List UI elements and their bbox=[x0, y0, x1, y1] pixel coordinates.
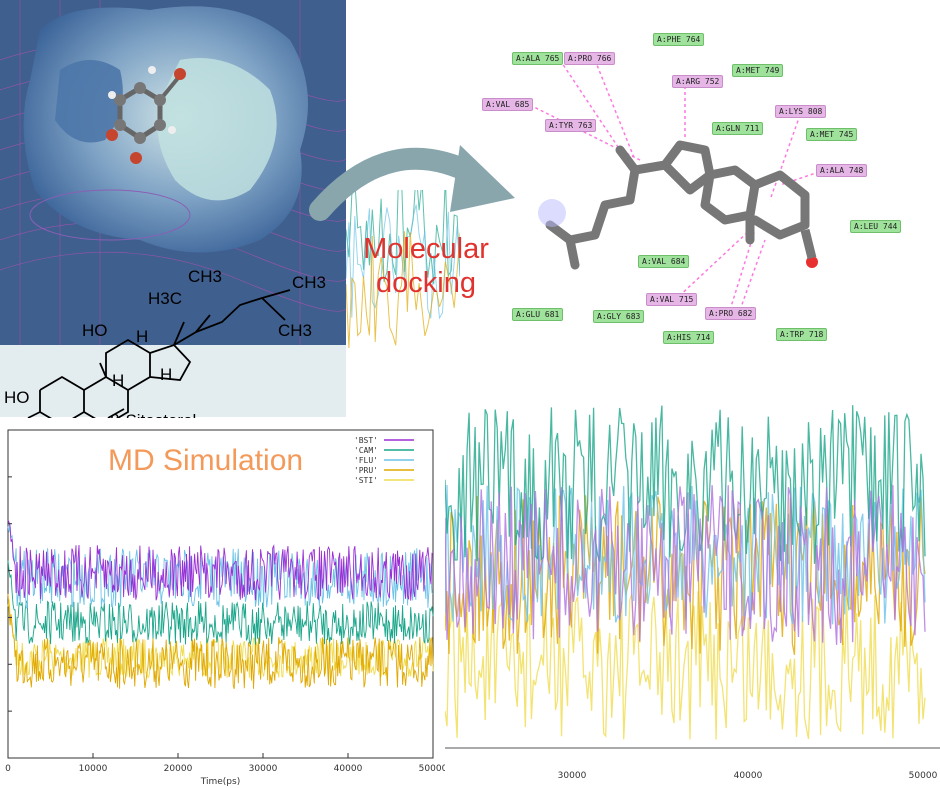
docking-interaction-diagram: A:PHE 764 A:ALA 765 A:PRO 766 A:MET 749 … bbox=[460, 0, 940, 365]
residue-label: A:PRO 682 bbox=[705, 307, 757, 320]
docking-ligand-graphic bbox=[529, 59, 826, 311]
ch3-right-label: CH3 bbox=[292, 273, 326, 292]
series-line bbox=[7, 560, 434, 646]
ligand-molecule bbox=[106, 66, 186, 164]
residue-label: A:GLY 683 bbox=[593, 310, 645, 323]
residue-label: A:PHE 764 bbox=[653, 33, 705, 46]
residue-label: A:HIS 714 bbox=[663, 331, 715, 344]
structure-panel-background bbox=[0, 345, 346, 417]
x-tick-label: 30000 bbox=[558, 771, 587, 781]
background-plot-lines bbox=[346, 190, 460, 349]
legend-label: 'STI' bbox=[354, 476, 378, 485]
legend-label: 'CAM' bbox=[354, 446, 378, 455]
x-tick-label: 50000 bbox=[909, 771, 938, 781]
ch3-bottom-label: CH3 bbox=[278, 321, 312, 340]
residue-label: A:MET 749 bbox=[732, 64, 784, 77]
residue-label: A:MET 745 bbox=[806, 128, 858, 141]
series-line bbox=[445, 590, 926, 740]
residue-label: A:ALA 765 bbox=[512, 52, 564, 65]
h3c-label: H3C bbox=[148, 289, 182, 308]
protein-surface-image bbox=[0, 0, 346, 345]
molecular-docking-title: Molecular docking bbox=[363, 233, 489, 299]
compound-name: β-Sitosterol bbox=[110, 411, 196, 420]
md-simulation-plot: 'BST''CAM''FLU''PRU''STI' 0 10000 20000 3000… bbox=[5, 429, 445, 787]
residue-label: A:GLN 711 bbox=[712, 122, 764, 135]
h-label-3: H bbox=[160, 365, 172, 384]
residue-label: A:LEU 744 bbox=[850, 220, 902, 233]
series-line bbox=[346, 190, 460, 285]
beta-sitosterol-structure: CH3 H3C CH3 CH3 HO HO H H H β-Sitosterol bbox=[4, 267, 326, 420]
ch3-top-label: CH3 bbox=[188, 267, 222, 286]
residue-label: A:TRP 718 bbox=[776, 328, 828, 341]
legend-label: 'BST' bbox=[354, 436, 378, 445]
x-tick-label: 20000 bbox=[164, 764, 193, 774]
series-line bbox=[7, 519, 434, 601]
residue-label: A:ARG 752 bbox=[672, 75, 724, 88]
ho-top-label: HO bbox=[82, 321, 108, 340]
ho-left-label: HO bbox=[4, 388, 30, 407]
series-line bbox=[7, 523, 434, 609]
residue-label: A:PRO 766 bbox=[564, 52, 616, 65]
residue-label: A:ALA 748 bbox=[816, 164, 868, 177]
series-line bbox=[7, 593, 434, 690]
x-axis-label: Time(ps) bbox=[200, 777, 240, 787]
x-tick-label: 30000 bbox=[249, 764, 278, 774]
residue-label: A:TYR 763 bbox=[545, 119, 597, 132]
series-line bbox=[445, 485, 926, 645]
protein-surface-graphic bbox=[0, 0, 346, 345]
x-tick-label: 50000 bbox=[419, 764, 445, 774]
zoomed-md-plot: 30000 40000 50000 bbox=[445, 405, 940, 781]
background-plot-fragment bbox=[346, 190, 460, 418]
legend-label: 'FLU' bbox=[354, 456, 378, 465]
h-label-1: H bbox=[136, 327, 148, 346]
residue-label: A:VAL 685 bbox=[482, 98, 534, 111]
arrow-icon bbox=[309, 145, 515, 221]
residue-label: A:VAL 715 bbox=[646, 293, 698, 306]
legend-label: 'PRU' bbox=[354, 466, 378, 475]
x-tick-label: 10000 bbox=[79, 764, 108, 774]
md-simulation-chart: 'BST''CAM''FLU''PRU''STI' 0 10000 20000 3000… bbox=[0, 418, 445, 788]
zoomed-md-chart: 30000 40000 50000 bbox=[445, 365, 940, 788]
x-tick-label: 40000 bbox=[334, 764, 363, 774]
residue-label: A:LYS 808 bbox=[775, 105, 827, 118]
md-simulation-title: MD Simulation bbox=[108, 444, 304, 477]
residue-label: A:GLU 681 bbox=[512, 308, 564, 321]
series-line bbox=[346, 231, 460, 349]
x-tick-label: 40000 bbox=[734, 771, 763, 781]
h-label-2: H bbox=[112, 371, 124, 390]
x-tick-label: 0 bbox=[5, 764, 11, 774]
residue-label: A:VAL 684 bbox=[638, 255, 690, 268]
